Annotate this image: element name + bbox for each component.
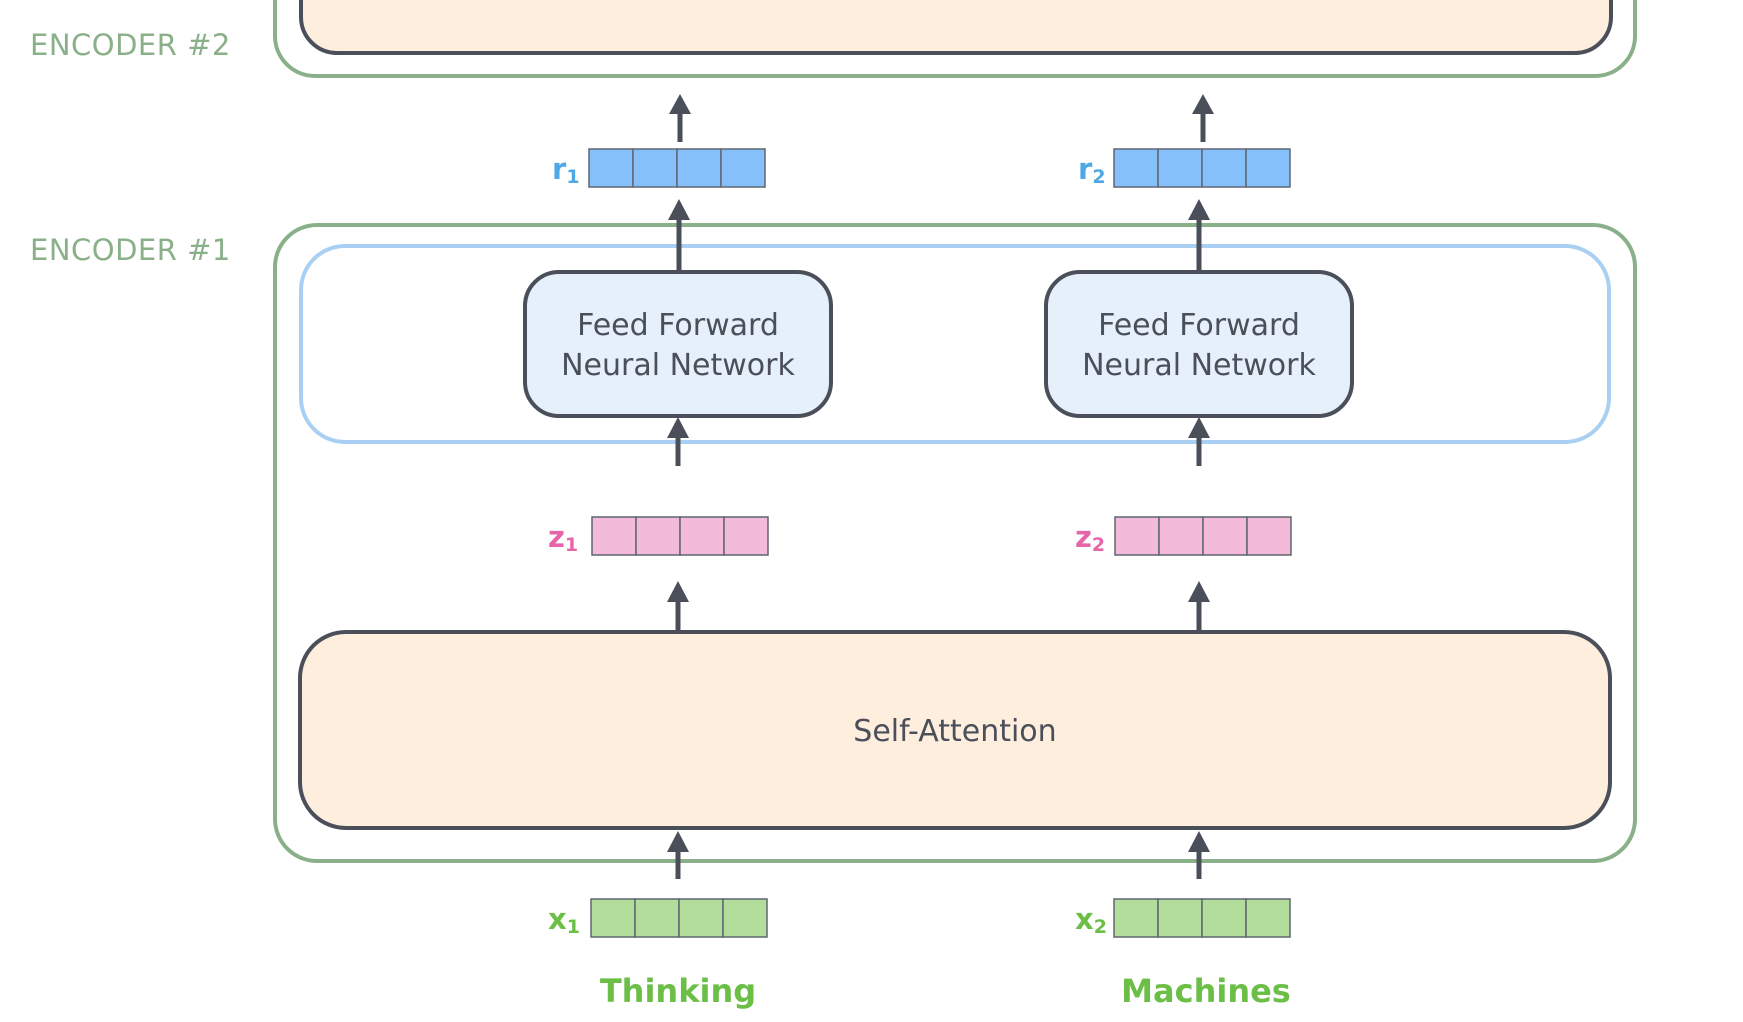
x2-vector: x2 (1075, 898, 1291, 938)
ffn2-line1: Feed Forward (1098, 308, 1300, 343)
x1-label: x1 (548, 902, 580, 938)
arrow-z2-to-ffn2 (1188, 417, 1210, 466)
arrow-x1-to-attention (667, 831, 689, 879)
arrow-ffn2-to-r2 (1188, 199, 1210, 272)
encoder-2-label: ENCODER #2 (30, 28, 231, 62)
encoder-1-label: ENCODER #1 (30, 233, 231, 267)
r1-vector: r1 (552, 148, 766, 188)
arrow-ffn1-to-r1 (668, 199, 690, 272)
arrow-attention-to-z2 (1188, 581, 1210, 630)
x2-label: x2 (1075, 902, 1107, 938)
z1-vector: z1 (548, 516, 769, 556)
x1-vector: x1 (548, 898, 768, 938)
arrow-r2-to-encoder2 (1192, 94, 1214, 142)
ffn1-line1: Feed Forward (577, 308, 779, 343)
r2-vector: r2 (1078, 148, 1291, 188)
ffn-group-outline (299, 244, 1611, 444)
z2-vector: z2 (1075, 516, 1292, 556)
ffn2-line2: Neural Network (1082, 348, 1316, 383)
self-attention-box: Self-Attention (298, 630, 1612, 830)
z2-label: z2 (1075, 520, 1105, 556)
r1-label: r1 (552, 152, 580, 188)
word-machines: Machines (1121, 972, 1291, 1010)
arrow-z1-to-ffn1 (667, 417, 689, 466)
arrow-attention-to-z1 (667, 581, 689, 630)
arrow-r1-to-encoder2 (669, 94, 691, 142)
encoder-2-self-attention-box (299, 0, 1613, 55)
word-thinking: Thinking (600, 972, 756, 1010)
encoder-1-outline (273, 223, 1637, 863)
r2-label: r2 (1078, 152, 1106, 188)
feed-forward-box-1: Feed Forward Neural Network (523, 270, 833, 418)
arrow-x2-to-attention (1188, 831, 1210, 879)
z1-label: z1 (548, 520, 578, 556)
ffn1-line2: Neural Network (561, 348, 795, 383)
self-attention-label: Self-Attention (853, 714, 1056, 749)
encoder-2-outline (273, 0, 1637, 78)
feed-forward-box-2: Feed Forward Neural Network (1044, 270, 1354, 418)
